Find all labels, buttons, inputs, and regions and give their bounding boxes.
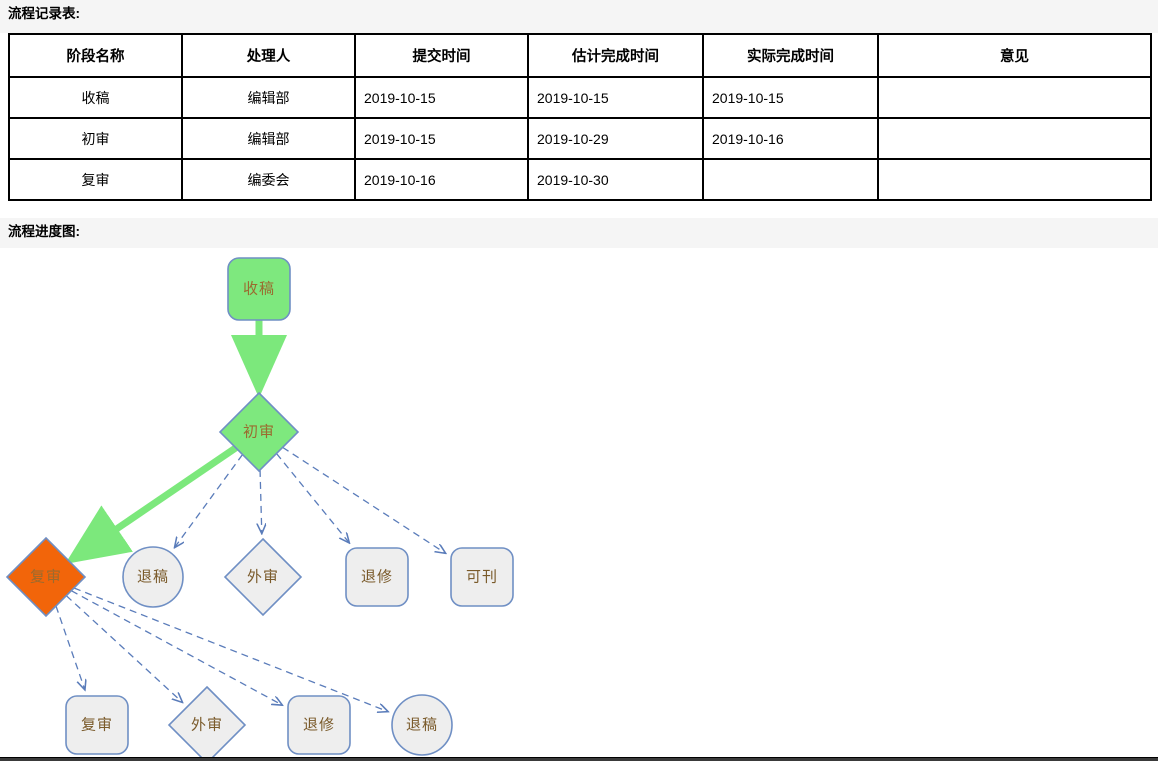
flow-node-退修[interactable]: 退修 — [287, 695, 351, 755]
column-header-estimate: 估计完成时间 — [527, 33, 704, 78]
flow-node-外审[interactable]: 外审 — [167, 685, 247, 758]
table-row: 收稿 编辑部 2019-10-15 2019-10-15 2019-10-15 — [8, 76, 1152, 119]
cell-submit: 2019-10-15 — [354, 117, 529, 160]
flow-node-shape-rounded-rect — [450, 547, 514, 607]
flow-node-退稿[interactable]: 退稿 — [391, 694, 453, 756]
flow-edge-n2-to-n7 — [282, 446, 445, 553]
flow-edge-n3-to-n8 — [55, 605, 85, 689]
cell-submit: 2019-10-15 — [354, 76, 529, 119]
record-section-title: 流程记录表: — [8, 6, 80, 21]
flow-node-shape-diamond — [167, 685, 247, 758]
flow-node-shape-diamond — [223, 537, 303, 617]
flow-node-shape-rounded-rect — [227, 257, 291, 321]
flow-progress-diagram: 收稿初审复审退稿外审退修可刊复审外审退修退稿 — [0, 248, 1158, 758]
cell-handler: 编辑部 — [181, 76, 356, 119]
cell-comment — [877, 117, 1152, 160]
flow-node-shape-rounded-rect — [345, 547, 409, 607]
cell-estimate: 2019-10-29 — [527, 117, 704, 160]
column-header-handler: 处理人 — [181, 33, 356, 78]
flow-node-可刊[interactable]: 可刊 — [450, 547, 514, 607]
table-header-row: 阶段名称 处理人 提交时间 估计完成时间 实际完成时间 意见 — [8, 33, 1152, 78]
flow-edge-n3-to-n11 — [73, 587, 388, 711]
flow-edge-n2-to-n5 — [260, 469, 262, 533]
flow-node-shape-circle — [122, 546, 184, 608]
record-section-band: 流程记录表: — [0, 0, 1158, 33]
cell-handler: 编辑部 — [181, 117, 356, 160]
cell-estimate: 2019-10-30 — [527, 158, 704, 201]
table-row: 初审 编辑部 2019-10-15 2019-10-29 2019-10-16 — [8, 117, 1152, 160]
flow-node-shape-diamond — [218, 391, 300, 473]
column-header-stage: 阶段名称 — [8, 33, 183, 78]
flow-node-shape-rounded-rect — [65, 695, 129, 755]
flow-node-复审[interactable]: 复审 — [65, 695, 129, 755]
flow-node-shape-rounded-rect — [287, 695, 351, 755]
column-header-comment: 意见 — [877, 33, 1152, 78]
record-table-container: 阶段名称 处理人 提交时间 估计完成时间 实际完成时间 意见 收稿 编辑部 20… — [8, 33, 1152, 201]
cell-actual: 2019-10-15 — [702, 76, 879, 119]
cell-comment — [877, 158, 1152, 201]
cell-handler: 编委会 — [181, 158, 356, 201]
cell-estimate: 2019-10-15 — [527, 76, 704, 119]
progress-section-title: 流程进度图: — [8, 224, 80, 239]
flow-node-shape-circle — [391, 694, 453, 756]
cell-stage: 初审 — [8, 117, 183, 160]
cell-actual: 2019-10-16 — [702, 117, 879, 160]
table-row: 复审 编委会 2019-10-16 2019-10-30 — [8, 158, 1152, 201]
cell-actual — [702, 158, 879, 201]
column-header-submit: 提交时间 — [354, 33, 529, 78]
flow-edge-n2-to-n6 — [275, 453, 348, 543]
flow-node-复审[interactable]: 复审 — [5, 536, 87, 618]
cell-submit: 2019-10-16 — [354, 158, 529, 201]
cell-stage: 收稿 — [8, 76, 183, 119]
column-header-actual: 实际完成时间 — [702, 33, 879, 78]
flow-node-外审[interactable]: 外审 — [223, 537, 303, 617]
cell-stage: 复审 — [8, 158, 183, 201]
edge-layer — [55, 320, 445, 711]
record-table: 阶段名称 处理人 提交时间 估计完成时间 实际完成时间 意见 收稿 编辑部 20… — [8, 33, 1152, 201]
progress-section-band: 流程进度图: — [0, 218, 1158, 248]
flow-node-退稿[interactable]: 退稿 — [122, 546, 184, 608]
flow-edge-n2-to-n3 — [65, 444, 238, 565]
flow-edge-n3-to-n9 — [65, 595, 182, 702]
flow-edge-n3-to-n10 — [70, 590, 282, 705]
flow-node-收稿[interactable]: 收稿 — [227, 257, 291, 321]
flow-node-初审[interactable]: 初审 — [218, 391, 300, 473]
flow-node-退修[interactable]: 退修 — [345, 547, 409, 607]
cell-comment — [877, 76, 1152, 119]
flow-node-shape-diamond — [5, 536, 87, 618]
bottom-divider — [0, 757, 1158, 761]
flow-diagram-canvas: 收稿初审复审退稿外审退修可刊复审外审退修退稿 — [5, 257, 514, 758]
